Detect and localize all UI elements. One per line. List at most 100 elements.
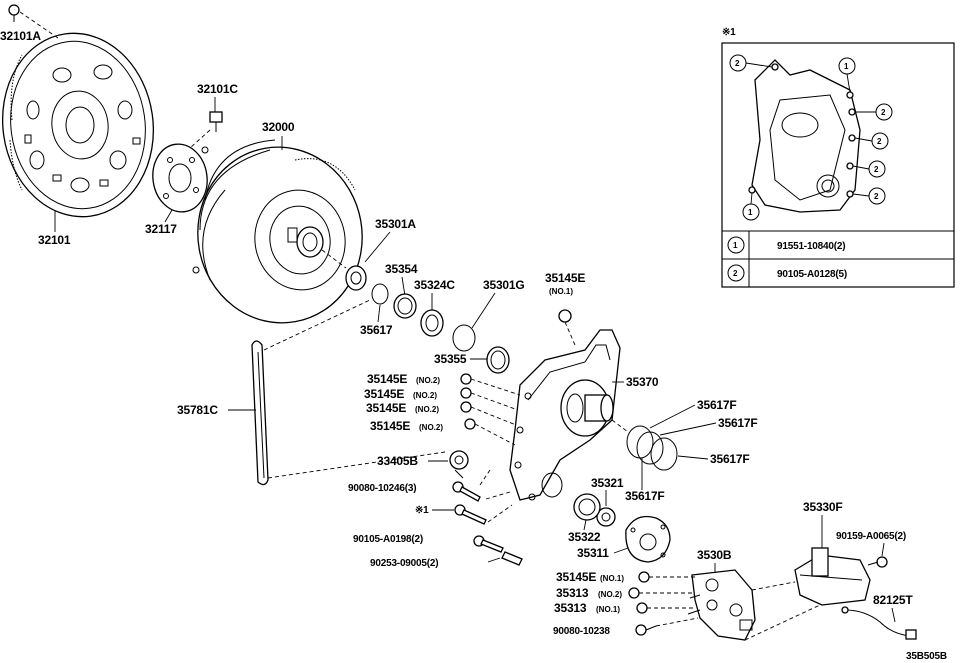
legend-part-1: 91551-10840(2): [777, 241, 845, 252]
ring-35617F-c[interactable]: [650, 437, 678, 471]
label-90105-A0198: 90105-A0198(2): [353, 534, 423, 545]
label-90080-10246: 90080-10246(3): [348, 483, 416, 494]
ring-35617F-a[interactable]: [626, 425, 654, 459]
seal-35145E-a[interactable]: [460, 373, 472, 385]
wire-82125T[interactable]: [841, 606, 917, 640]
label-star1: ※1: [415, 505, 429, 516]
svg-text:1: 1: [844, 62, 849, 71]
bushing-35354[interactable]: [393, 293, 417, 319]
svg-text:2: 2: [874, 192, 879, 201]
svg-text:2: 2: [733, 269, 738, 278]
bushing-35355[interactable]: [486, 346, 510, 374]
label-35301A: 35301A: [375, 217, 416, 231]
o-ring-35301G[interactable]: [452, 324, 476, 352]
legend-row-2: 2 90105-A0128(5): [727, 264, 847, 282]
gear-33405B[interactable]: [449, 450, 469, 479]
inset-callout-2-c: 2: [854, 132, 889, 150]
inset-callout-1-b: 1: [742, 192, 760, 221]
label-35145E-c-sub: (NO.2): [415, 405, 439, 414]
label-35301G: 35301G: [483, 278, 525, 292]
seal-35145E-b[interactable]: [460, 387, 472, 399]
pump-cover-35311[interactable]: [625, 515, 671, 563]
gear-35321[interactable]: [596, 507, 616, 527]
inset-callout-2-b: 2: [855, 103, 893, 121]
label-33405B: 33405B: [377, 454, 418, 468]
label-32101A: 32101A: [0, 29, 41, 43]
label-35354: 35354: [385, 262, 418, 276]
label-35313-b-sub: (NO.1): [596, 605, 620, 614]
inset-callout-2-d: 2: [852, 160, 886, 178]
oil-seal-35301A[interactable]: [345, 265, 367, 291]
label-35145E-top: 35145E: [545, 271, 585, 285]
seal-35145E-e[interactable]: [638, 571, 650, 583]
inset-callout-2-e: 2: [852, 187, 886, 205]
label-35617F-c: 35617F: [710, 452, 750, 466]
svg-text:2: 2: [874, 165, 879, 174]
label-90253-09005: 90253-09005(2): [370, 558, 438, 569]
legend-part-2: 90105-A0128(5): [777, 269, 847, 280]
label-35781C: 35781C: [177, 403, 218, 417]
label-35313-a-sub: (NO.2): [598, 590, 622, 599]
label-35313-b: 35313: [554, 601, 587, 615]
label-32101: 32101: [38, 233, 71, 247]
bolt-90159-A0065[interactable]: [867, 556, 888, 568]
label-35370: 35370: [626, 375, 659, 389]
seal-35145E-top[interactable]: [558, 309, 572, 323]
bolt-star1[interactable]: [454, 504, 487, 525]
bolt-32101A[interactable]: [8, 4, 20, 22]
label-35617F-d: 35617F: [625, 489, 665, 503]
svg-text:2: 2: [877, 137, 882, 146]
label-35145E-b-sub: (NO.2): [413, 391, 437, 400]
svg-text:2: 2: [881, 108, 886, 117]
seal-35324C[interactable]: [420, 309, 444, 337]
label-35324C: 35324C: [414, 278, 455, 292]
label-35313-a: 35313: [556, 586, 589, 600]
label-35145E-a: 35145E: [367, 372, 407, 386]
label-35145E-e-sub: (NO.1): [600, 574, 624, 583]
bolt-90080-10246[interactable]: [452, 481, 481, 502]
label-82125T: 82125T: [873, 593, 913, 607]
label-35145E-d-sub: (NO.2): [419, 423, 443, 432]
pin-90253-09005[interactable]: [501, 551, 523, 566]
svg-text:1: 1: [733, 241, 738, 250]
svg-text:1: 1: [748, 208, 753, 217]
label-35617F-b: 35617F: [718, 416, 758, 430]
inset-callout-2-a: 2: [729, 54, 773, 72]
drive-plate-32101[interactable]: [0, 23, 165, 226]
solenoid-35330F[interactable]: [794, 547, 871, 606]
snap-ring-35617[interactable]: [371, 283, 389, 305]
label-35145E-e: 35145E: [556, 570, 596, 584]
gear-35322[interactable]: [573, 493, 601, 521]
label-32117: 32117: [145, 222, 177, 236]
label-35330F: 35330F: [803, 500, 843, 514]
label-35322: 35322: [568, 530, 601, 544]
belt-35781C[interactable]: [251, 340, 269, 486]
ring-35617F-b[interactable]: [636, 431, 664, 465]
svg-text:2: 2: [735, 59, 740, 68]
label-32000: 32000: [262, 120, 295, 134]
seal-35145E-c[interactable]: [460, 401, 472, 413]
bolt-90105-A0198[interactable]: [473, 535, 504, 553]
label-35321: 35321: [591, 476, 624, 490]
o-ring-35313-a[interactable]: [628, 587, 640, 599]
pump-body-35370[interactable]: [509, 329, 621, 501]
spacer-32117[interactable]: [149, 141, 212, 216]
valve-body-3530B[interactable]: [687, 569, 756, 641]
inset-title: ※1: [722, 27, 736, 38]
o-ring-35313-b[interactable]: [636, 602, 648, 614]
label-35311: 35311: [577, 546, 609, 560]
label-35617: 35617: [360, 323, 393, 337]
inset-legend-table: 1 91551-10840(2) 2 90105-A0128(5): [722, 230, 954, 287]
bolt-90080-10238[interactable]: [635, 624, 657, 636]
label-35145E-b: 35145E: [364, 387, 404, 401]
seal-35145E-d[interactable]: [464, 418, 476, 430]
bolt-32101C[interactable]: [209, 111, 223, 132]
label-90159-A0065: 90159-A0065(2): [836, 531, 906, 542]
label-35145E-a-sub: (NO.2): [416, 376, 440, 385]
label-35145E-d: 35145E: [370, 419, 410, 433]
label-32101C: 32101C: [197, 82, 238, 96]
torque-converter-32000[interactable]: [184, 134, 376, 336]
label-35617F-a: 35617F: [697, 398, 737, 412]
diagram-code: 35B505B: [906, 651, 947, 662]
